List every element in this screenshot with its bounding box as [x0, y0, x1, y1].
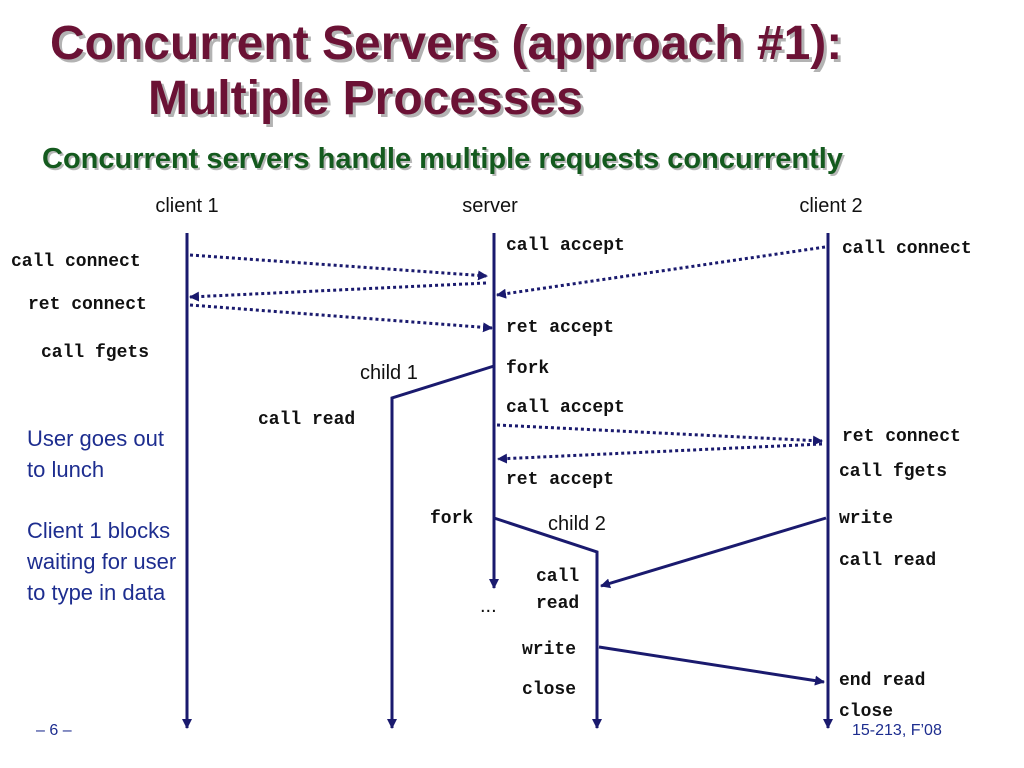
- child2-close: close: [522, 680, 576, 700]
- note-client1-blocks: Client 1 blocks waiting for user to type…: [27, 518, 177, 605]
- client2-close: close: [839, 702, 893, 722]
- course-label: 15-213, F’08: [852, 722, 942, 739]
- child2-timeline: [493, 516, 602, 729]
- subtitle: Concurrent servers handle multiple reque…: [42, 143, 843, 175]
- server-call-accept-2: call accept: [506, 398, 625, 418]
- client1-call-fgets: call fgets: [41, 343, 149, 363]
- client2-connect-return-arrow: [496, 423, 823, 446]
- client1-call-connect: call connect: [11, 252, 141, 272]
- child2-header: child 2: [548, 513, 606, 535]
- server-fork: fork: [506, 359, 549, 379]
- page-number: – 6 –: [36, 722, 72, 739]
- server-accept-return-arrow: [497, 442, 823, 464]
- child1-timeline: [387, 364, 495, 729]
- connect-return-arrow: [189, 281, 487, 302]
- client2-call-read: call read: [839, 551, 936, 571]
- client2-write: write: [839, 509, 893, 529]
- client2-connect-arrow: [496, 245, 826, 299]
- child1-header: child 1: [360, 362, 418, 384]
- client2-ret-connect: ret connect: [842, 427, 961, 447]
- connect-request-arrow: [189, 253, 488, 281]
- server-ret-accept: ret accept: [506, 318, 614, 338]
- accept-return-arrow: [189, 303, 493, 333]
- client1-header: client 1: [155, 195, 218, 217]
- client2-header: client 2: [799, 195, 862, 217]
- write-to-client2-arrow: [598, 645, 825, 686]
- client2-end-read: end read: [839, 671, 925, 691]
- server-call-accept: call accept: [506, 236, 625, 256]
- title-line-2: Multiple Processes: [148, 72, 583, 125]
- note-user-lunch: User goes out to lunch: [27, 426, 164, 482]
- server-ret-accept-2: ret accept: [506, 470, 614, 490]
- client1-ret-connect: ret connect: [28, 295, 147, 315]
- child2-read: read: [536, 594, 579, 614]
- child2-write: write: [522, 640, 576, 660]
- server-fork-2: fork: [430, 509, 473, 529]
- title-line-1: Concurrent Servers (approach #1):: [50, 17, 843, 70]
- client2-call-connect: call connect: [842, 239, 972, 259]
- child2-call: call: [536, 567, 579, 587]
- client2-call-fgets: call fgets: [839, 462, 947, 482]
- server-header: server: [462, 195, 518, 217]
- write-to-child2-arrow: [600, 516, 827, 589]
- child1-call-read: call read: [258, 410, 355, 430]
- server-ellipsis: ...: [480, 595, 497, 617]
